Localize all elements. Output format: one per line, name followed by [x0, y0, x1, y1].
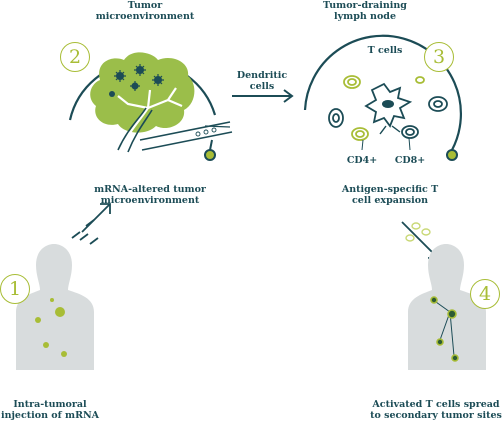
injected-mrna-dots — [35, 298, 67, 357]
arrow-injection — [71, 203, 111, 245]
step-4-label-line1: Activated T cells spread — [372, 399, 500, 410]
blood-vessel — [117, 87, 183, 151]
t-cells — [328, 75, 448, 141]
step-2-title-line1: Tumor — [127, 0, 163, 11]
step-3-caption: Antigen-specific T cell expansion — [330, 184, 450, 206]
tumor-panel-end-dot — [204, 149, 216, 161]
step-4-badge: 4 — [470, 279, 500, 309]
step-3-title-line2: lymph node — [334, 11, 396, 22]
step-3-caption-line2: cell expansion — [352, 195, 428, 206]
dendritic-cells-label: Dendritic cells — [232, 70, 292, 92]
secondary-tumor-sites — [430, 296, 459, 362]
cancer-cells — [109, 64, 164, 97]
step-2-caption-line2: microenvironment — [100, 195, 200, 206]
step-2-badge: 2 — [60, 42, 90, 72]
step-3-caption-line1: Antigen-specific T — [341, 184, 439, 195]
patient-figure-4 — [408, 244, 486, 370]
step-2-title: Tumor microenvironment — [95, 0, 195, 22]
t-cells-label: T cells — [367, 45, 403, 56]
arrow-dendritic — [232, 89, 294, 103]
step-2-caption-line1: mRNA-altered tumor — [94, 184, 206, 195]
step-1-label-line2: injection of mRNA — [0, 410, 100, 421]
step-4-label-line2: to secondary tumor sites — [370, 410, 502, 421]
step-1-label: Intra-tumoral injection of mRNA — [0, 399, 100, 421]
lymph-node-panel — [303, 34, 463, 161]
dendritic-label-line2: cells — [249, 81, 275, 92]
step-3-title-line1: Tumor-draining — [323, 0, 407, 11]
dendritic-cells-in-vessel — [195, 127, 217, 137]
step-2-title-line2: microenvironment — [95, 11, 195, 22]
step-2-caption: mRNA-altered tumor microenvironment — [80, 184, 220, 206]
tumor-mass — [90, 52, 195, 133]
step-1-label-line1: Intra-tumoral — [13, 399, 87, 410]
cd4-label: CD4+ — [346, 155, 378, 166]
step-3-title: Tumor-draining lymph node — [320, 0, 410, 22]
step-4-label: Activated T cells spread to secondary tu… — [370, 399, 502, 421]
tumor-microenvironment-panel — [68, 52, 233, 161]
patient-figure-1 — [16, 244, 94, 370]
dendritic-label-line1: Dendritic — [236, 70, 288, 81]
step-3-badge: 3 — [424, 42, 454, 72]
step-1-badge: 1 — [0, 274, 30, 304]
cd8-label: CD8+ — [394, 155, 426, 166]
